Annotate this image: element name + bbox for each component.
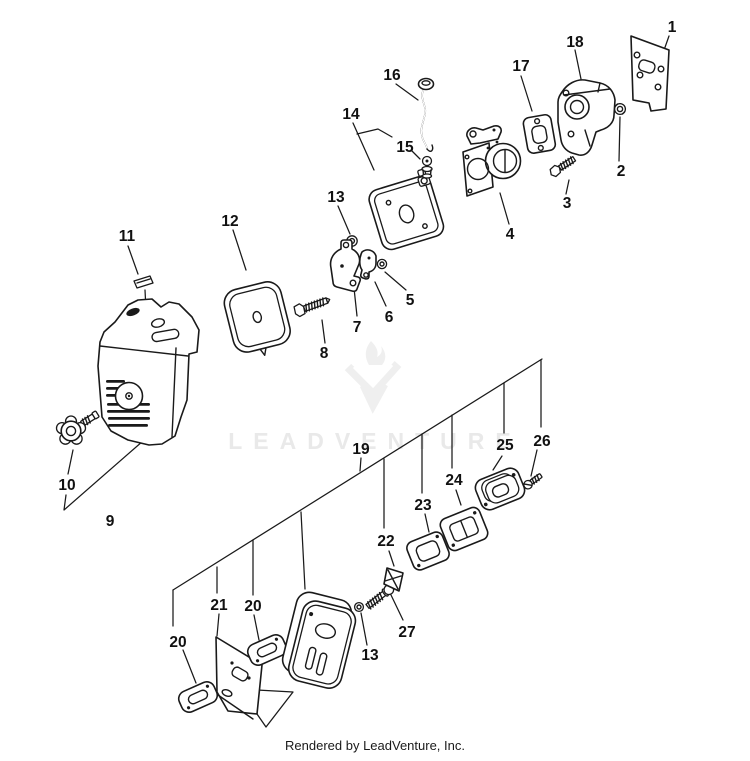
part-label-18: 18 xyxy=(566,34,584,51)
part-label-12: 12 xyxy=(221,213,238,230)
part-20-gasket-mid-drawing xyxy=(246,633,288,667)
part-label-20-left: 20 xyxy=(169,634,186,651)
part-15-grommet-drawing xyxy=(421,155,433,179)
part-3-bolt-drawing xyxy=(549,155,577,178)
watermark-text: LEADVENTURE xyxy=(228,428,522,454)
part-label-2: 2 xyxy=(617,163,626,180)
part-label-13-top: 13 xyxy=(327,189,345,206)
part-label-24: 24 xyxy=(445,472,463,489)
part-label-13-bottom: 13 xyxy=(361,647,379,664)
part-label-23: 23 xyxy=(414,497,432,514)
part-label-16: 16 xyxy=(383,67,401,84)
part-20-gasket-left-drawing xyxy=(177,680,219,714)
part-19-muffler-drawing xyxy=(281,591,357,689)
part-label-1: 1 xyxy=(668,19,677,36)
part-8-screw-drawing xyxy=(293,297,331,318)
part-5-washer-drawing xyxy=(376,258,388,270)
part-label-19: 19 xyxy=(352,441,370,458)
part-22-clip-drawing xyxy=(383,567,404,592)
part-label-20-mid: 20 xyxy=(244,598,261,615)
part-25-flange-drawing xyxy=(474,467,526,511)
part-16-tube-drawing xyxy=(417,77,435,152)
part-label-6: 6 xyxy=(385,309,394,326)
part-label-21: 21 xyxy=(210,597,228,614)
part-9-cover-drawing xyxy=(97,298,200,446)
part-11-clip-drawing xyxy=(133,275,154,289)
part-7-bracket-drawing xyxy=(329,239,362,293)
part-1-gasket-drawing xyxy=(630,35,670,112)
part-label-11: 11 xyxy=(119,228,136,245)
watermark: LEADVENTURE xyxy=(228,341,522,454)
part-label-9: 9 xyxy=(106,513,115,530)
part-label-25: 25 xyxy=(496,437,514,454)
part-label-10: 10 xyxy=(58,477,75,494)
part-6-lever-drawing xyxy=(358,249,377,280)
part-23-gasket-drawing xyxy=(406,531,450,571)
part-4-carburetor-drawing xyxy=(462,125,522,197)
leadventure-flame-logo-icon xyxy=(344,341,402,414)
part-label-14: 14 xyxy=(342,106,360,123)
part-label-7: 7 xyxy=(353,319,362,336)
part-13-washer-bottom-drawing xyxy=(353,601,365,613)
part-18-spacer-drawing xyxy=(557,79,616,156)
part-24-gasket-drawing xyxy=(439,506,489,552)
part-26-screw-drawing xyxy=(523,473,543,490)
part-label-15: 15 xyxy=(396,139,414,156)
part-2-nut-drawing xyxy=(613,102,627,116)
part-label-22: 22 xyxy=(377,533,394,550)
part-label-4: 4 xyxy=(506,226,515,243)
part-label-17: 17 xyxy=(512,58,529,75)
part-label-5: 5 xyxy=(406,292,415,309)
part-label-27: 27 xyxy=(398,624,415,641)
part-label-8: 8 xyxy=(320,345,329,362)
part-10-knob-drawing xyxy=(55,410,100,445)
part-17-gasket-drawing xyxy=(522,113,557,154)
part-12-filter-drawing xyxy=(223,281,291,356)
part-label-26: 26 xyxy=(533,433,551,450)
part-14-housing-drawing xyxy=(368,168,445,251)
part-label-3: 3 xyxy=(563,195,572,212)
rendered-by-footer: Rendered by LeadVenture, Inc. xyxy=(285,738,465,753)
callouts: 1 2 3 4 5 6 7 8 9 10 11 12 13 13 14 15 1… xyxy=(58,19,676,664)
